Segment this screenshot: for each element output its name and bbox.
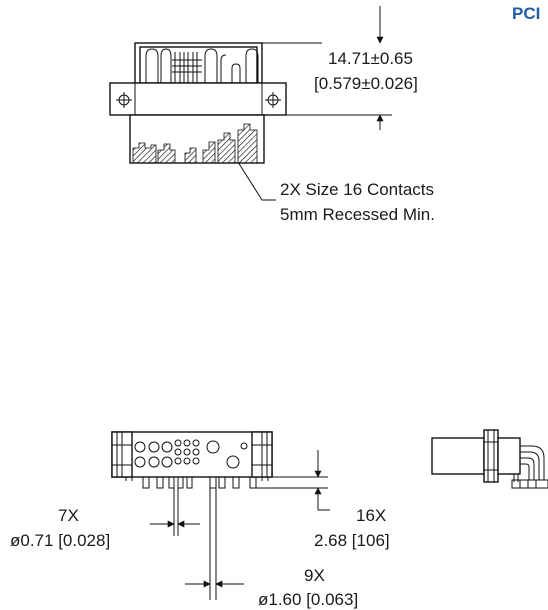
section-hatching — [132, 123, 258, 164]
crosshair-icon — [265, 92, 281, 108]
side-view — [431, 429, 548, 489]
flange — [109, 82, 287, 116]
pin-length-dim: 2.68 [106] — [314, 531, 390, 550]
recessed-callout: 5mm Recessed Min. — [280, 205, 435, 224]
side-body — [431, 437, 485, 475]
contact-holes — [134, 439, 248, 469]
header-label: PCI — [512, 4, 540, 23]
pin-count-16x: 16X — [356, 506, 386, 525]
callout-leader — [237, 161, 276, 201]
large-pin-diameter: ø1.60 [0.063] — [258, 590, 358, 609]
top-pins — [145, 48, 259, 83]
pin-count-7x: 7X — [58, 506, 79, 525]
pin-count-9x: 9X — [304, 566, 325, 585]
small-pin-diameter: ø0.71 [0.028] — [10, 531, 110, 550]
bottom-pins — [125, 476, 269, 489]
height-dimension-inch: [0.579±0.026] — [314, 74, 418, 93]
top-view: 14.71±0.65 [0.579±0.026] 2X Size 16 Cont… — [109, 6, 435, 224]
front-body — [111, 431, 273, 478]
contacts-callout: 2X Size 16 Contacts — [280, 180, 434, 199]
height-dimension: 14.71±0.65 — [328, 49, 413, 68]
crosshair-icon — [116, 92, 132, 108]
front-view: 16X 2.68 [106] 7X ø0.71 [0.028] 9X ø1.60… — [10, 431, 390, 609]
